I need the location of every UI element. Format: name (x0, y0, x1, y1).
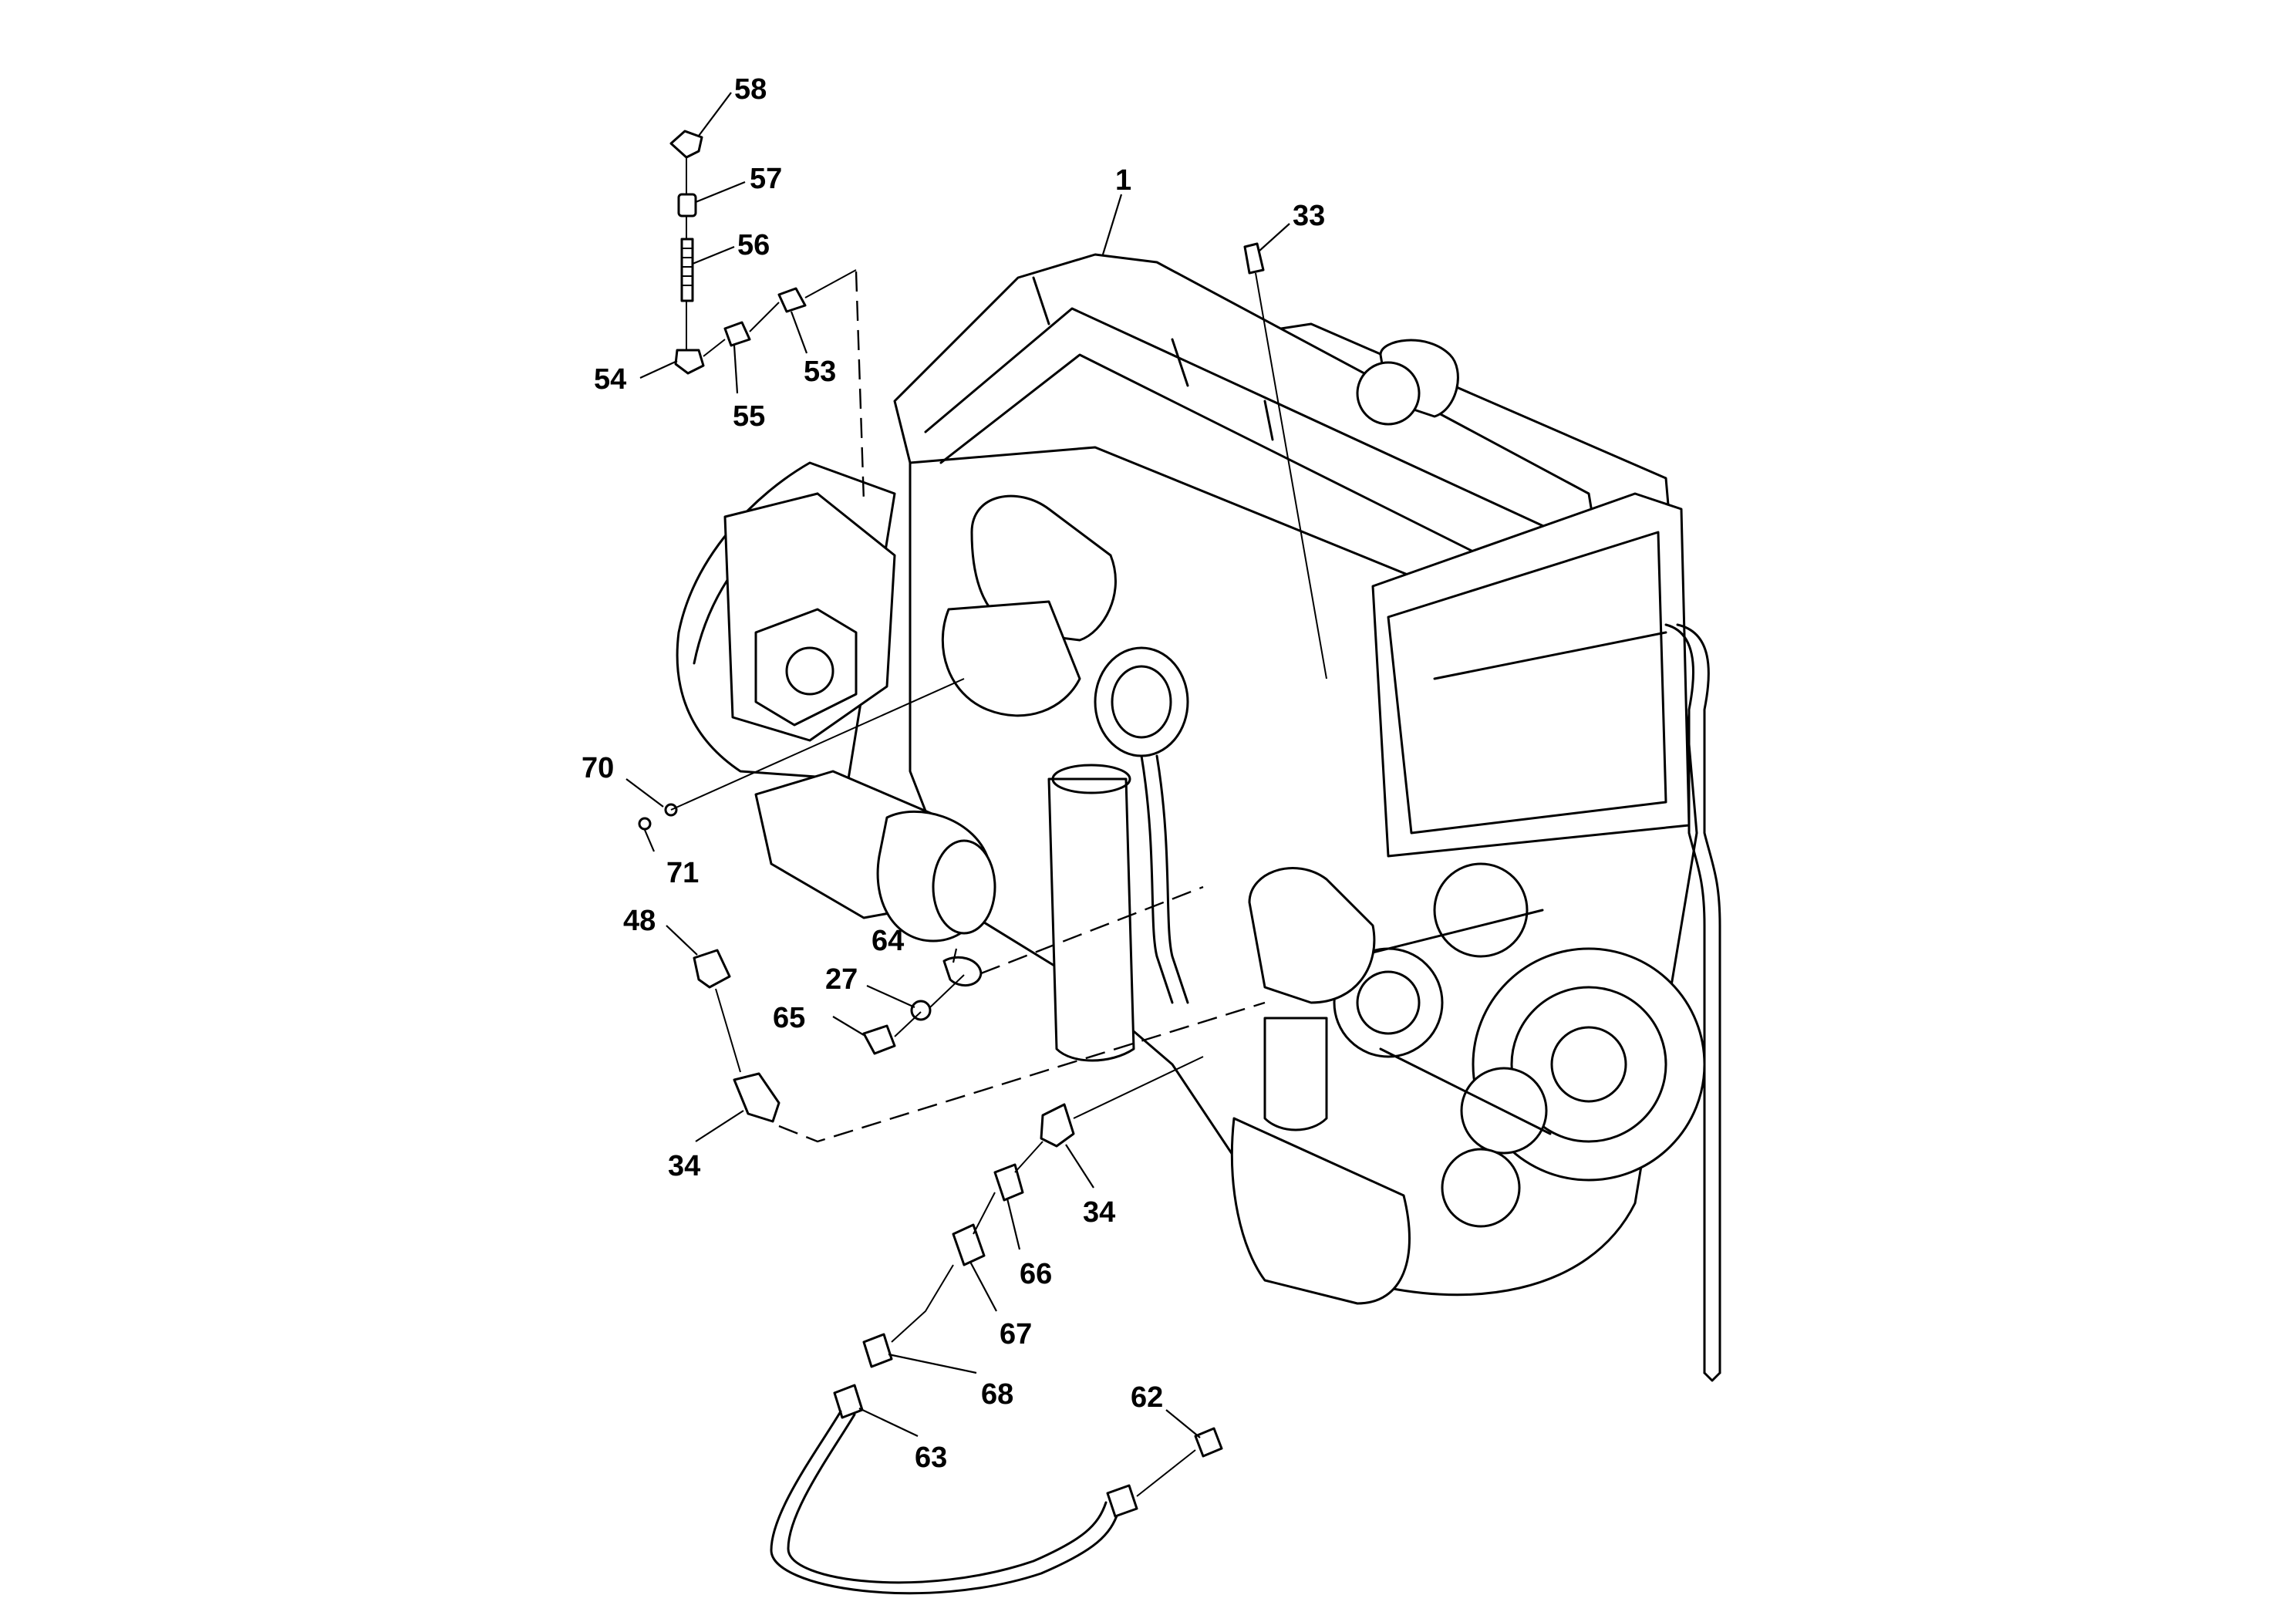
callout-34-right: 34 (1083, 1196, 1115, 1229)
callout-58: 58 (734, 73, 767, 106)
callout-57: 57 (750, 163, 782, 195)
part-67 (952, 1223, 986, 1266)
callout-34-left: 34 (668, 1150, 700, 1182)
callout-63: 63 (915, 1442, 947, 1474)
part-34-right (1040, 1103, 1075, 1148)
callout-55: 55 (733, 400, 765, 433)
part-54 (674, 349, 705, 375)
callout-48: 48 (623, 905, 656, 937)
callout-56: 56 (737, 229, 770, 261)
callout-27: 27 (825, 963, 858, 996)
callout-64: 64 (872, 925, 904, 957)
part-53 (777, 287, 807, 313)
callout-70: 70 (582, 752, 614, 784)
part-66 (993, 1163, 1024, 1202)
part-62 (1194, 1427, 1223, 1458)
callout-1: 1 (1115, 164, 1131, 197)
part-71 (638, 817, 652, 831)
callout-labels: 58 57 56 53 54 55 1 33 70 71 48 64 27 65… (582, 73, 1325, 1474)
callout-leaders (625, 92, 1290, 1438)
callout-65: 65 (773, 1002, 805, 1034)
callout-53: 53 (804, 356, 836, 388)
callout-67: 67 (1000, 1318, 1032, 1351)
callout-71: 71 (666, 857, 699, 889)
callout-68: 68 (981, 1378, 1013, 1411)
part-68 (862, 1333, 893, 1368)
part-58 (669, 130, 703, 159)
callout-54: 54 (594, 363, 626, 396)
callout-62: 62 (1131, 1381, 1163, 1414)
part-33 (1243, 242, 1265, 275)
part-55 (723, 321, 751, 347)
part-64 (942, 956, 983, 986)
part-57 (677, 193, 697, 218)
part-48 (693, 949, 731, 989)
part-65 (862, 1024, 896, 1055)
part-27 (910, 1000, 932, 1021)
part-34-left (733, 1072, 781, 1123)
callout-33: 33 (1293, 200, 1325, 232)
callout-66: 66 (1020, 1258, 1052, 1290)
engine-assembly (676, 253, 1721, 1382)
